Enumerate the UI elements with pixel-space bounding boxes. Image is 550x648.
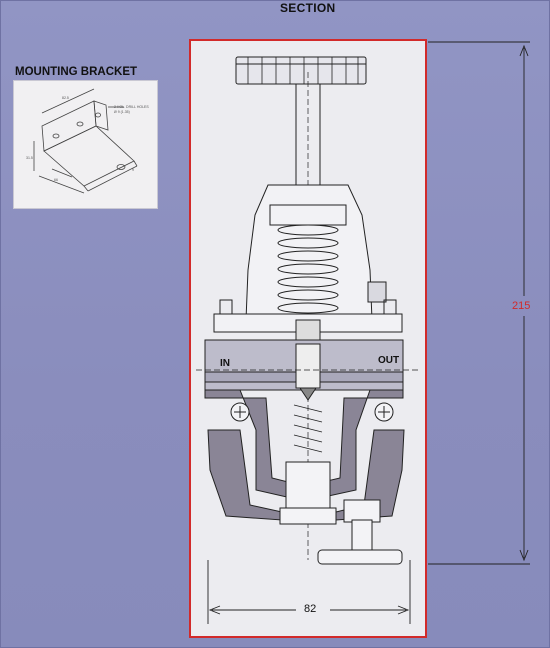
- section-title: SECTION: [280, 1, 336, 15]
- svg-text:82.5: 82.5: [62, 96, 69, 100]
- width-dimension-label: 82: [304, 603, 317, 615]
- svg-text:9: 9: [132, 168, 134, 172]
- svg-text:Ø 9 (1.35): Ø 9 (1.35): [114, 110, 130, 114]
- svg-text:2 HOL. DRILL HOLES: 2 HOL. DRILL HOLES: [114, 105, 149, 109]
- mounting-bracket-title: MOUNTING BRACKET: [15, 66, 138, 78]
- height-dimension-label: 215: [512, 300, 531, 312]
- inlet-port-label: IN: [220, 358, 230, 369]
- svg-text:31.5: 31.5: [26, 156, 33, 160]
- mounting-bracket-panel: 82.5 2 HOL. DRILL HOLES Ø 9 (1.35) 31.5 …: [13, 80, 158, 209]
- svg-text:66: 66: [54, 178, 58, 182]
- mounting-bracket-drawing: 82.5 2 HOL. DRILL HOLES Ø 9 (1.35) 31.5 …: [26, 88, 149, 194]
- outlet-port-label: OUT: [378, 355, 400, 366]
